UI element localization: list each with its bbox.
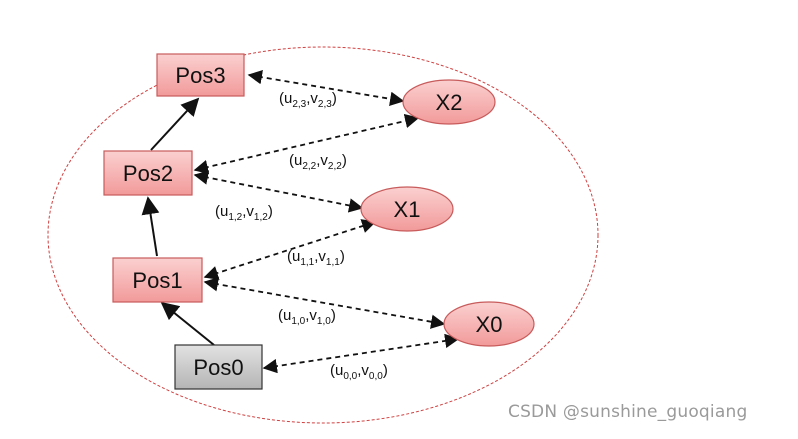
- edge-pos0-x0: [262, 333, 460, 374]
- node-x1-label: X1: [394, 197, 421, 222]
- edge-pos2-x1: [193, 170, 364, 213]
- node-x0-label: X0: [476, 312, 503, 337]
- edge-pos2-pos3: [150, 97, 200, 151]
- edge-pos1-x1: [203, 219, 377, 280]
- edge-label-u11: (u1,1,v1,1): [287, 248, 345, 268]
- edge-label-u23: (u2,3,v2,3): [279, 90, 337, 110]
- edge-pos0-pos1: [160, 301, 215, 346]
- node-pos3: Pos3: [156, 53, 245, 97]
- edge-label-u10: (u1,0,v1,0): [278, 307, 336, 327]
- node-x2: X2: [402, 79, 496, 125]
- node-pos1-label: Pos1: [132, 268, 182, 293]
- watermark-text: CSDN @sunshine_guoqiang: [508, 402, 748, 422]
- boundary-ellipse: [47, 46, 599, 424]
- node-pos2-label: Pos2: [123, 161, 173, 186]
- edge-label-u12: (u1,2,v1,2): [215, 203, 273, 223]
- edge-pos2-x2: [193, 113, 420, 175]
- node-pos0: Pos0: [174, 344, 263, 390]
- node-x0: X0: [443, 301, 535, 347]
- node-x1: X1: [360, 186, 454, 232]
- edge-label-u22: (u2,2,v2,2): [289, 152, 347, 172]
- edge-label-u00: (u0,0,v0,0): [330, 362, 388, 382]
- edge-pos1-pos2: [141, 196, 160, 257]
- node-pos3-label: Pos3: [175, 63, 225, 88]
- node-x2-label: X2: [436, 90, 463, 115]
- node-pos1: Pos1: [112, 257, 203, 303]
- node-pos0-label: Pos0: [193, 355, 243, 380]
- edge-pos1-x0: [203, 277, 446, 329]
- edge-pos3-x2: [247, 70, 405, 106]
- node-pos2: Pos2: [103, 150, 193, 196]
